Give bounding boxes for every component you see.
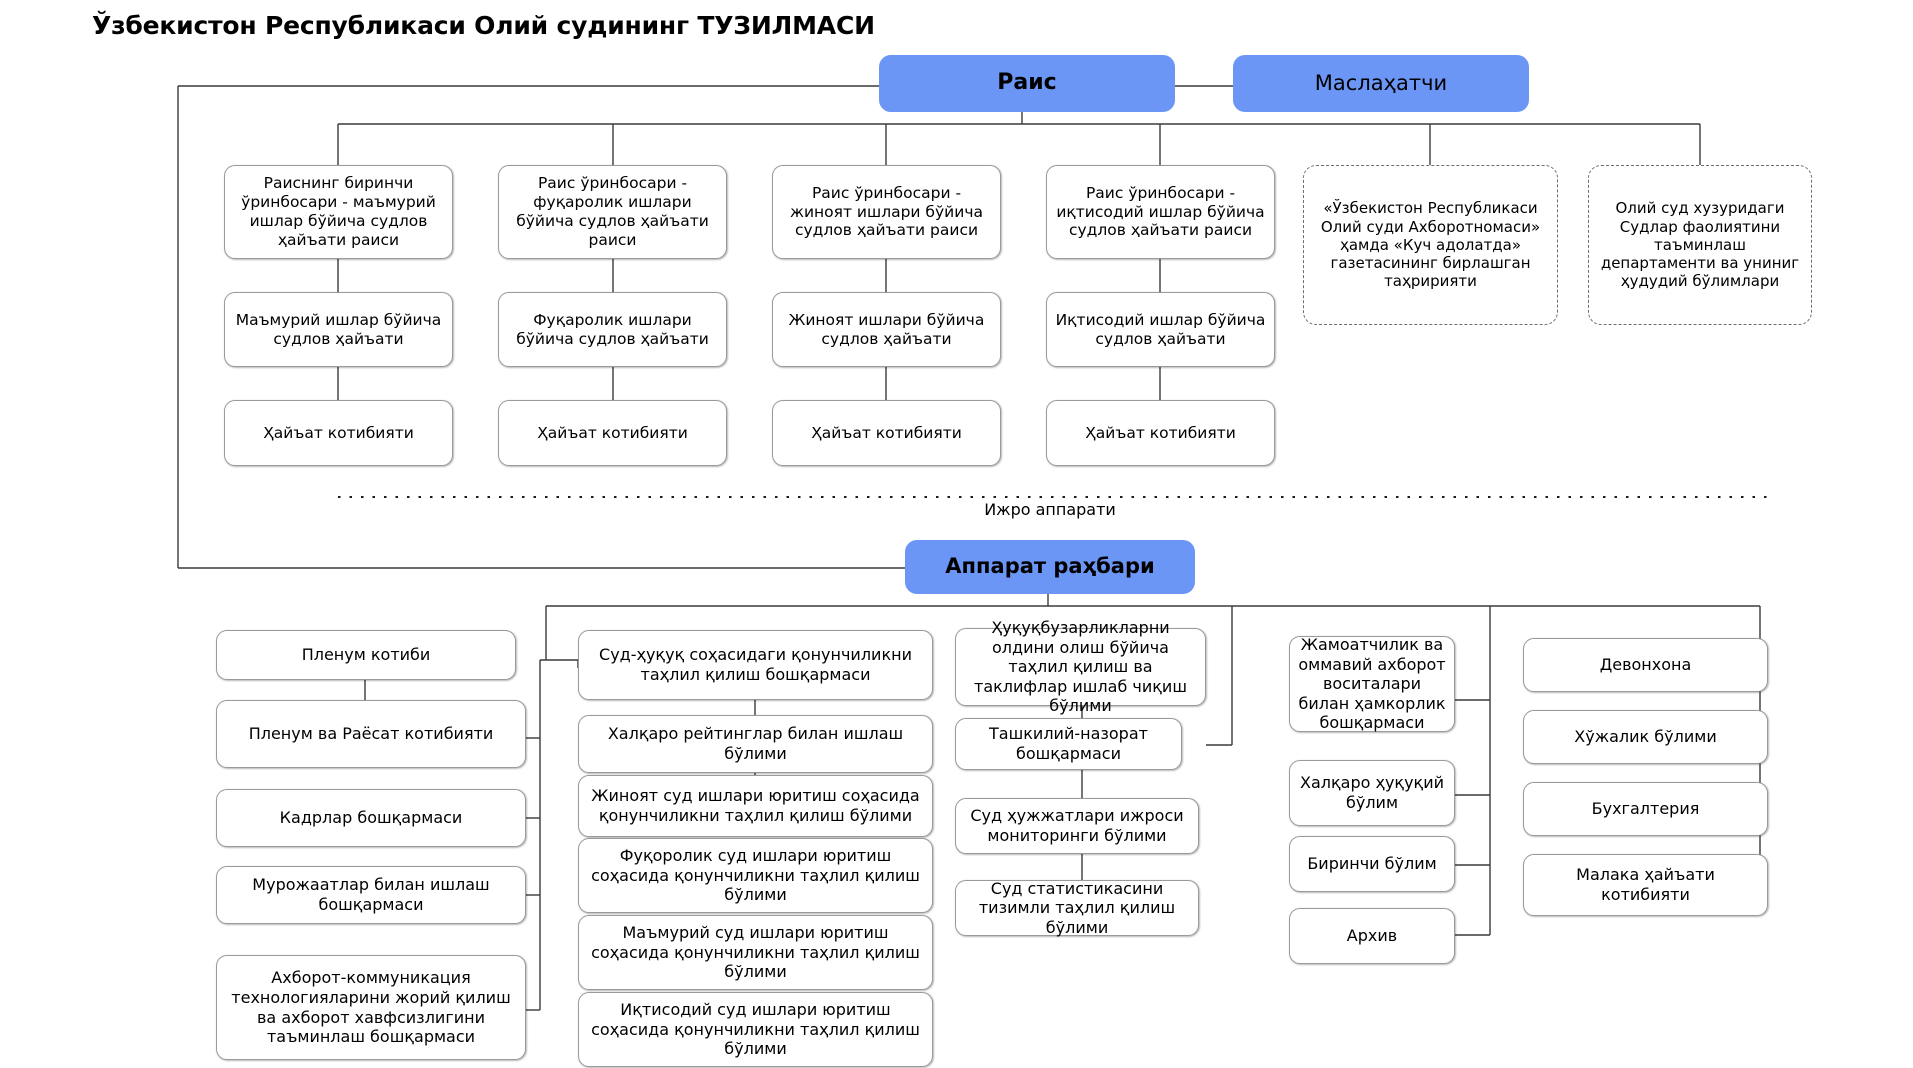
node-board-3[interactable]: Жиноят ишлари бўйича судлов ҳайъати	[772, 292, 1001, 367]
node-col5-item-1[interactable]: Девонхона	[1523, 638, 1768, 692]
node-chair[interactable]: Раис	[879, 55, 1175, 112]
node-col4-item-2-label: Халқаро ҳуқуқий бўлим	[1299, 773, 1445, 812]
node-col3-item-4[interactable]: Суд статистикасини тизимли таҳлил қилиш …	[955, 878, 1199, 937]
node-col5-item-3-label: Бухгалтерия	[1591, 799, 1700, 819]
node-col5-item-4-label: Малака ҳайъати котибияти	[1576, 865, 1715, 904]
node-col4-item-4-label: Архив	[1346, 926, 1398, 946]
node-col2-item-6[interactable]: Иқтисодий суд ишлари юритиш соҳасида қон…	[578, 992, 933, 1067]
node-col4-item-4[interactable]: Архив	[1289, 908, 1455, 964]
node-col1-item-4-label: Мурожаатлар билан ишлаш бошқармаси	[252, 875, 490, 914]
node-secretariat-2[interactable]: Ҳайъат котибияти	[498, 400, 727, 466]
node-deputy-3-label: Раис ўринбосари - жиноят ишлари бўйича с…	[790, 183, 983, 240]
node-col3-item-1-label: Ҳуқуқбузарликларни олдини олиш бўйича та…	[974, 618, 1187, 716]
node-col2-item-5-label: Маъмурий суд ишлари юритиш соҳасида қону…	[591, 923, 920, 982]
node-col2-item-2[interactable]: Халқаро рейтинглар билан ишлаш бўлими	[578, 715, 933, 773]
node-dashed-unit-2-label: Олий суд хузуридаги Судлар фаолиятини та…	[1600, 199, 1800, 291]
node-chair-label: Раис	[997, 70, 1057, 96]
node-col1-item-2-label: Пленум ва Раёсат котибияти	[248, 724, 494, 744]
node-col1-item-1-label: Пленум котиби	[301, 645, 431, 665]
node-col1-item-3-label: Кадрлар бошқармаси	[279, 808, 463, 828]
node-col4-item-1[interactable]: Жамоатчилик ва оммавий ахборот воситалар…	[1289, 635, 1455, 733]
node-secretariat-3-label: Ҳайъат котибияти	[811, 423, 962, 442]
node-deputy-2-label: Раис ўринбосари - фуқаролик ишлари бўйич…	[516, 174, 709, 249]
node-col4-item-3[interactable]: Биринчи бўлим	[1289, 836, 1455, 892]
node-secretariat-3[interactable]: Ҳайъат котибияти	[772, 400, 1001, 466]
node-deputy-4[interactable]: Раис ўринбосари - иқтисодий ишлар бўйича…	[1046, 165, 1275, 259]
node-col2-item-3-label: Жиноят суд ишлари юритиш соҳасида қонунч…	[591, 786, 920, 825]
node-dashed-unit-2[interactable]: Олий суд хузуридаги Судлар фаолиятини та…	[1588, 165, 1812, 325]
node-dashed-unit-1-label: «Ўзбекистон Республикаси Олий суди Ахбор…	[1320, 199, 1541, 291]
node-col3-item-2[interactable]: Ташкилий-назорат бошқармаси	[955, 718, 1182, 770]
node-col1-item-2[interactable]: Пленум ва Раёсат котибияти	[216, 700, 526, 768]
node-col5-item-1-label: Девонхона	[1599, 655, 1692, 675]
node-deputy-2[interactable]: Раис ўринбосари - фуқаролик ишлари бўйич…	[498, 165, 727, 259]
node-col5-item-2-label: Хўжалик бўлими	[1574, 727, 1717, 747]
node-col3-item-2-label: Ташкилий-назорат бошқармаси	[989, 724, 1148, 763]
node-col2-item-5[interactable]: Маъмурий суд ишлари юритиш соҳасида қону…	[578, 915, 933, 990]
node-secretariat-1[interactable]: Ҳайъат котибияти	[224, 400, 453, 466]
node-col4-item-1-label: Жамоатчилик ва оммавий ахборот воситалар…	[1298, 635, 1446, 733]
section-label-execution-apparatus: Ижро аппарати	[984, 500, 1116, 519]
node-deputy-4-label: Раис ўринбосари - иқтисодий ишлар бўйича…	[1056, 183, 1265, 240]
node-col2-item-2-label: Халқаро рейтинглар билан ишлаш бўлими	[607, 724, 904, 763]
node-col1-item-4[interactable]: Мурожаатлар билан ишлаш бошқармаси	[216, 866, 526, 924]
node-col2-item-1-label: Суд-ҳуқуқ соҳасидаги қонунчиликни таҳлил…	[599, 645, 912, 684]
page-title: Ўзбекистон Республикаси Олий судининг ТУ…	[92, 11, 875, 40]
node-apparatus-head[interactable]: Аппарат раҳбари	[905, 540, 1195, 594]
node-advisor-label: Маслаҳатчи	[1314, 70, 1448, 95]
node-col1-item-3[interactable]: Кадрлар бошқармаси	[216, 789, 526, 847]
node-col2-item-6-label: Иқтисодий суд ишлари юритиш соҳасида қон…	[591, 1000, 920, 1059]
node-col4-item-2[interactable]: Халқаро ҳуқуқий бўлим	[1289, 760, 1455, 826]
node-board-4-label: Иқтисодий ишлар бўйича судлов ҳайъати	[1055, 310, 1266, 348]
node-col3-item-3[interactable]: Суд ҳужжатлари ижроси мониторинги бўлими	[955, 798, 1199, 854]
node-col2-item-3[interactable]: Жиноят суд ишлари юритиш соҳасида қонунч…	[578, 775, 933, 837]
node-deputy-3[interactable]: Раис ўринбосари - жиноят ишлари бўйича с…	[772, 165, 1001, 259]
node-col4-item-3-label: Биринчи бўлим	[1307, 854, 1437, 874]
node-advisor[interactable]: Маслаҳатчи	[1233, 55, 1529, 112]
node-board-2[interactable]: Фуқаролик ишлари бўйича судлов ҳайъати	[498, 292, 727, 367]
node-col1-item-1[interactable]: Пленум котиби	[216, 630, 516, 680]
node-secretariat-1-label: Ҳайъат котибияти	[263, 423, 414, 442]
node-secretariat-4[interactable]: Ҳайъат котибияти	[1046, 400, 1275, 466]
node-col5-item-4[interactable]: Малака ҳайъати котибияти	[1523, 854, 1768, 916]
node-col3-item-1[interactable]: Ҳуқуқбузарликларни олдини олиш бўйича та…	[955, 618, 1206, 715]
node-board-3-label: Жиноят ишлари бўйича судлов ҳайъати	[788, 310, 985, 348]
node-secretariat-4-label: Ҳайъат котибияти	[1085, 423, 1236, 442]
node-deputy-1[interactable]: Раиснинг биринчи ўринбосари - маъмурий и…	[224, 165, 453, 259]
node-board-1[interactable]: Маъмурий ишлар бўйича судлов ҳайъати	[224, 292, 453, 367]
node-col1-item-5-label: Ахборот-коммуникация технологияларини жо…	[231, 968, 511, 1047]
node-dashed-unit-1[interactable]: «Ўзбекистон Республикаси Олий суди Ахбор…	[1303, 165, 1558, 325]
node-col5-item-2[interactable]: Хўжалик бўлими	[1523, 710, 1768, 764]
node-col2-item-4-label: Фуқоролик суд ишлари юритиш соҳасида қон…	[591, 846, 920, 905]
node-board-4[interactable]: Иқтисодий ишлар бўйича судлов ҳайъати	[1046, 292, 1275, 367]
node-apparatus-head-label: Аппарат раҳбари	[945, 554, 1155, 579]
node-col3-item-4-label: Суд статистикасини тизимли таҳлил қилиш …	[978, 878, 1176, 937]
node-col2-item-4[interactable]: Фуқоролик суд ишлари юритиш соҳасида қон…	[578, 838, 933, 913]
node-board-2-label: Фуқаролик ишлари бўйича судлов ҳайъати	[516, 310, 709, 348]
node-col1-item-5[interactable]: Ахборот-коммуникация технологияларини жо…	[216, 955, 526, 1060]
node-col5-item-3[interactable]: Бухгалтерия	[1523, 782, 1768, 836]
node-deputy-1-label: Раиснинг биринчи ўринбосари - маъмурий и…	[241, 174, 436, 249]
node-col2-item-1[interactable]: Суд-ҳуқуқ соҳасидаги қонунчиликни таҳлил…	[578, 630, 933, 700]
node-board-1-label: Маъмурий ишлар бўйича судлов ҳайъати	[235, 310, 442, 348]
node-col3-item-3-label: Суд ҳужжатлари ижроси мониторинги бўлими	[970, 806, 1184, 845]
node-secretariat-2-label: Ҳайъат котибияти	[537, 423, 688, 442]
